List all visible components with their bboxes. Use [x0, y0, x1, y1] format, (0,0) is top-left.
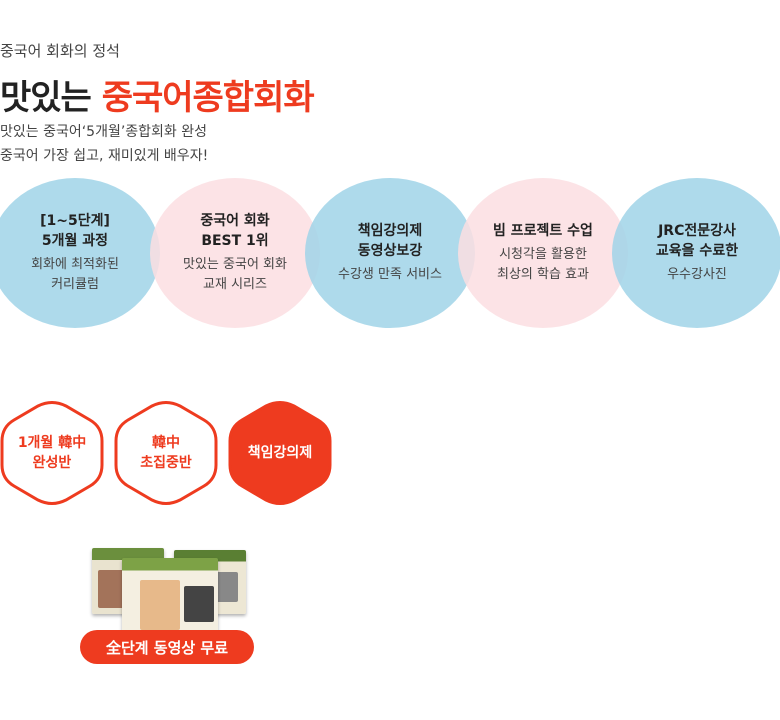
- product-image: [86, 544, 256, 644]
- hexagon-outline-icon: [0, 401, 104, 505]
- title-accent: 중국어종합회화: [101, 78, 315, 118]
- eyebrow-text: 중국어 회화의 정석: [0, 42, 120, 60]
- title-plain: 맛있는: [0, 78, 102, 118]
- feature-title: [1~5단계]5개월 과정: [40, 213, 110, 249]
- tab-label: 책임강의제: [247, 445, 313, 461]
- page-title: 맛있는 중국어종합회화: [0, 70, 780, 119]
- textbook-box-front: [122, 558, 218, 636]
- free-video-badge: 全단계 동영상 무료: [80, 630, 254, 664]
- tab-responsibility-lecture[interactable]: 책임강의제: [228, 400, 332, 506]
- hexagon-filled-icon: [228, 401, 332, 505]
- subtitle-line-1: 맛있는 중국어‘5개월’종합회화 완성: [0, 124, 208, 140]
- feature-desc: 우수강사진: [667, 267, 727, 282]
- feature-desc: 수강생 만족 서비스: [338, 267, 442, 282]
- hexagon-outline-icon: [114, 401, 218, 505]
- feature-title: 빔 프로젝트 수업: [493, 223, 593, 239]
- subtitle-line-2: 중국어 가장 쉽고, 재미있게 배우자!: [0, 148, 209, 164]
